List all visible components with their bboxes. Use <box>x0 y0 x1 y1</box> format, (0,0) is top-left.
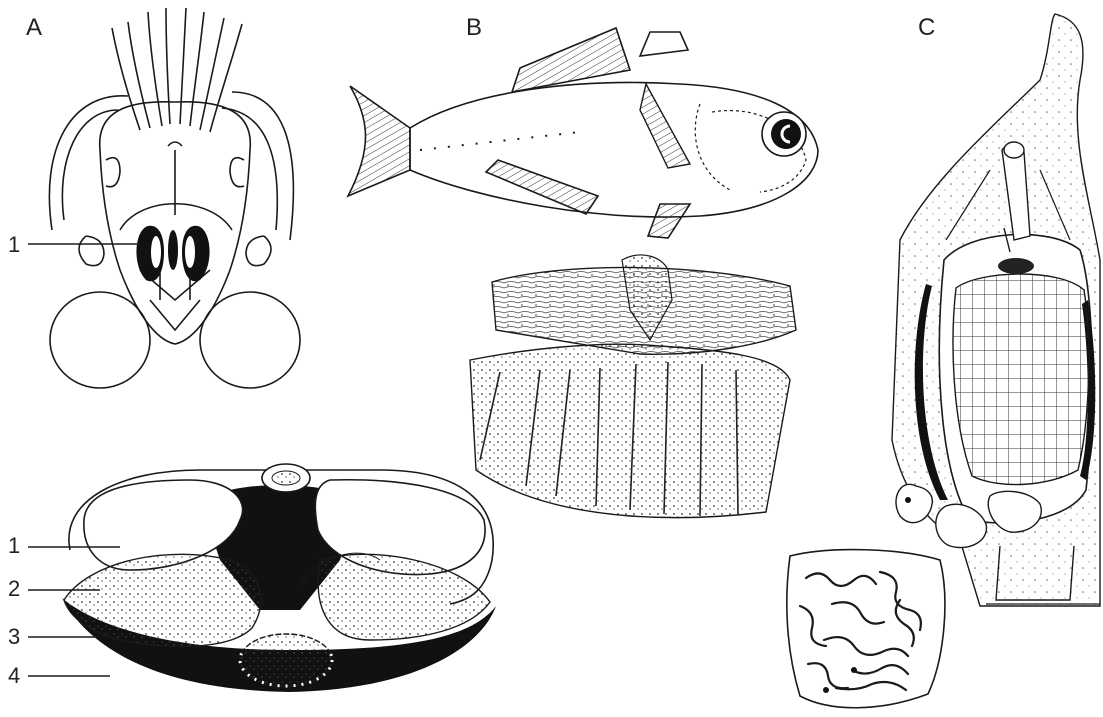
fish-drawing <box>348 28 818 238</box>
squid-head-drawing <box>49 8 300 388</box>
tissue-section-drawing <box>470 255 796 518</box>
photophore-pair <box>136 226 209 282</box>
photophore-section-drawing <box>892 14 1100 606</box>
cross-section-drawing <box>62 464 496 692</box>
tubule-section-drawing <box>787 550 945 708</box>
